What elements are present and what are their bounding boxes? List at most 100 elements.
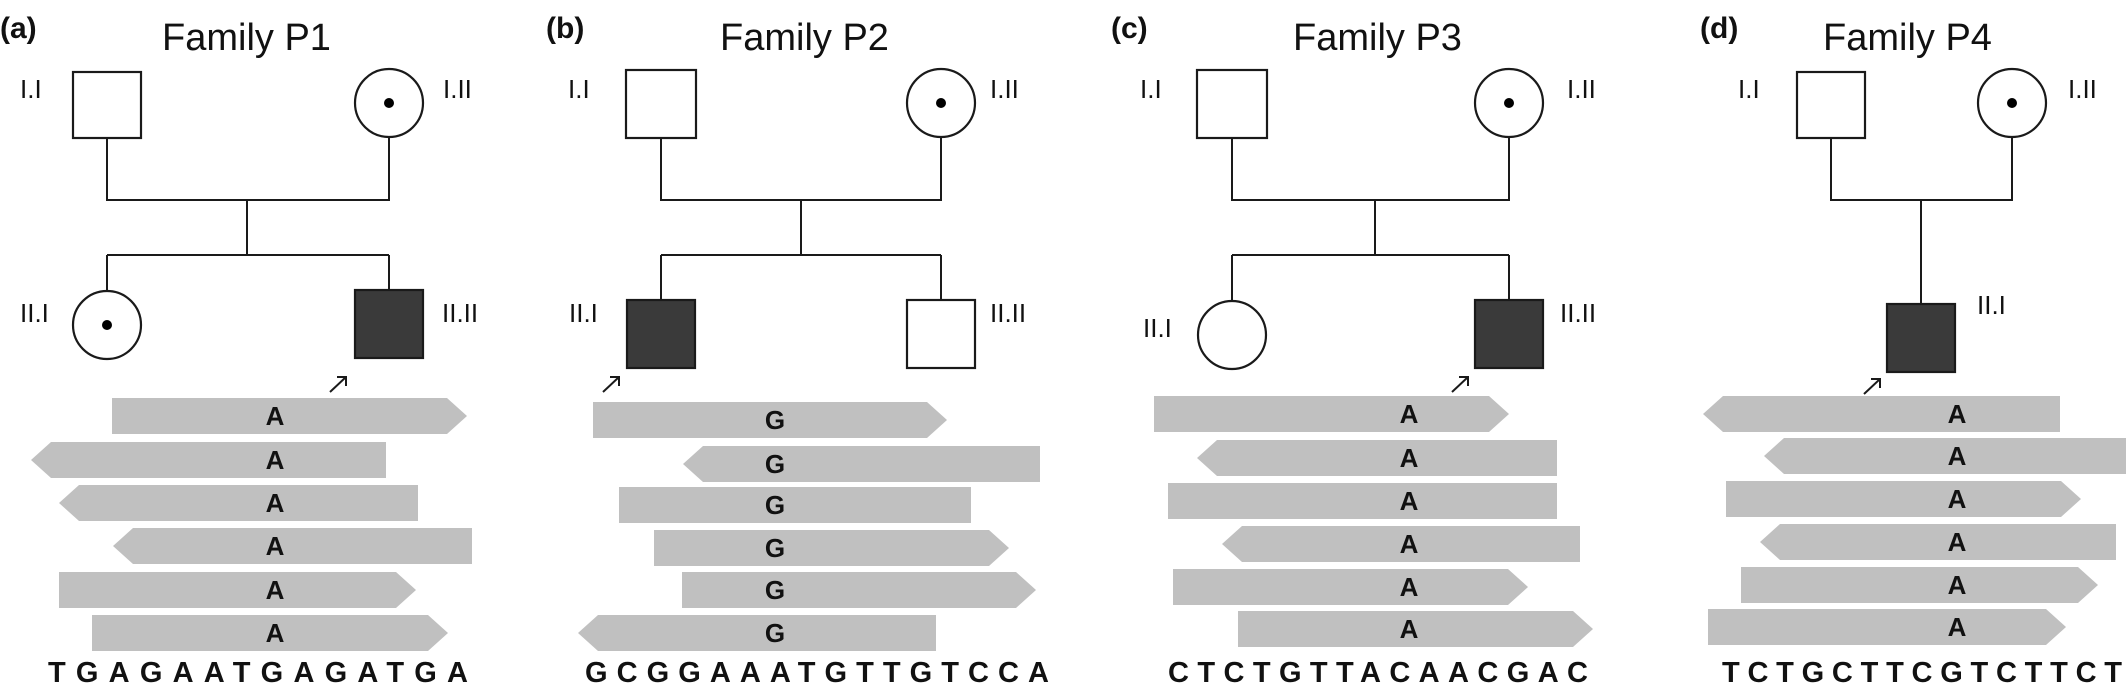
- proband-arrow-icon: [1451, 376, 1469, 393]
- read-2: A: [31, 442, 386, 478]
- read-1: A: [1703, 396, 2060, 432]
- reference-sequence: TCTGCTTCGTCTTCT: [1722, 657, 2122, 683]
- read-base: A: [1400, 614, 1419, 644]
- read-base: A: [1400, 529, 1419, 559]
- unaffected-son-square: [905, 298, 977, 370]
- read-3: A: [1726, 481, 2081, 517]
- read-5: A: [59, 572, 416, 608]
- read-1: A: [1154, 396, 1509, 432]
- read-base: A: [1948, 441, 1967, 471]
- individual-label: I.I: [568, 74, 590, 104]
- individual-label: I.I: [20, 74, 42, 104]
- proband-arrow-icon: [329, 376, 347, 393]
- read-6: A: [1708, 609, 2066, 645]
- read-base: A: [1400, 399, 1419, 429]
- read-base: A: [1400, 443, 1419, 473]
- panel-a: (a) Family P1 I.I I.II II.I II.II A A: [0, 12, 478, 683]
- read-base: A: [1948, 527, 1967, 557]
- carrier-dot: [1504, 98, 1514, 108]
- father-square: [71, 70, 143, 140]
- individual-label: II.I: [1977, 290, 2006, 320]
- carrier-dot: [2007, 98, 2017, 108]
- individual-label: II.II: [1560, 298, 1596, 328]
- carrier-dot: [384, 98, 394, 108]
- read-4: A: [1222, 526, 1580, 562]
- read-5: A: [1741, 567, 2098, 603]
- panel-letter: (c): [1111, 12, 1148, 45]
- individual-label: I.I: [1738, 74, 1760, 104]
- individual-label: II.I: [20, 298, 49, 328]
- individual-label: I.I: [1140, 74, 1162, 104]
- reference-sequence: TGAGAATGAGATGA: [48, 657, 468, 683]
- individual-label: II.II: [442, 298, 478, 328]
- panel-letter: (d): [1700, 12, 1738, 45]
- individual-label: I.II: [443, 74, 472, 104]
- read-4: G: [654, 530, 1009, 566]
- read-base: A: [266, 531, 285, 561]
- daughter-circle: [1196, 299, 1268, 371]
- read-6: A: [1238, 611, 1593, 647]
- read-2: A: [1197, 440, 1557, 476]
- read-base: A: [266, 401, 285, 431]
- affected-son-square: [625, 298, 697, 370]
- individual-label: I.II: [990, 74, 1019, 104]
- read-base: G: [765, 575, 785, 605]
- read-base: A: [1400, 486, 1419, 516]
- read-3: A: [59, 485, 418, 521]
- read-6: A: [92, 615, 448, 651]
- read-2: G: [683, 446, 1040, 482]
- father-square: [1795, 70, 1867, 140]
- family-title: Family P2: [720, 17, 889, 59]
- pedigree-lines: [1231, 137, 1510, 300]
- read-base: A: [266, 575, 285, 605]
- affected-son-square: [1473, 298, 1545, 370]
- reference-sequence: GCGGAAATGTTGTCCA: [585, 657, 1049, 683]
- read-base: A: [1948, 612, 1967, 642]
- panel-b: (b) Family P2 I.I I.II II.I II.II G G G: [546, 12, 1049, 683]
- individual-label: II.II: [990, 298, 1026, 328]
- proband-arrow-icon: [602, 376, 620, 393]
- read-base: G: [765, 618, 785, 648]
- read-base: A: [1948, 570, 1967, 600]
- individual-label: I.II: [2068, 74, 2097, 104]
- read-1: A: [112, 398, 467, 434]
- pedigree-lines: [106, 137, 390, 290]
- family-title: Family P1: [162, 17, 331, 59]
- read-base: A: [1400, 572, 1419, 602]
- read-base: G: [765, 449, 785, 479]
- individual-label: II.I: [569, 298, 598, 328]
- read-base: G: [765, 405, 785, 435]
- father-square: [624, 68, 698, 140]
- read-2: A: [1764, 438, 2126, 474]
- individual-label: I.II: [1567, 74, 1596, 104]
- read-6: G: [578, 615, 936, 651]
- read-base: A: [266, 618, 285, 648]
- pedigree-lines: [660, 137, 942, 300]
- affected-son-square: [1885, 302, 1957, 374]
- carrier-dot: [936, 98, 946, 108]
- reference-sequence: CTCTGTTACAACGAC: [1168, 657, 1588, 683]
- read-5: G: [682, 572, 1036, 608]
- read-5: A: [1173, 569, 1528, 605]
- read-base: A: [1948, 484, 1967, 514]
- read-base: A: [266, 488, 285, 518]
- father-square: [1195, 68, 1269, 140]
- panel-d: (d) Family P4 I.I I.II II.I A A A A: [1700, 12, 2126, 683]
- panel-c: (c) Family P3 I.I I.II II.I II.II A A A: [1111, 12, 1596, 683]
- panel-letter: (b): [546, 12, 584, 45]
- read-base: A: [266, 445, 285, 475]
- proband-arrow-icon: [1863, 378, 1881, 395]
- affected-son-square: [353, 288, 425, 360]
- read-4: A: [1760, 524, 2116, 560]
- read-base: G: [765, 490, 785, 520]
- carrier-dot: [102, 320, 112, 330]
- read-3: G: [619, 487, 971, 523]
- read-base: A: [1948, 399, 1967, 429]
- read-4: A: [113, 528, 472, 564]
- individual-label: II.I: [1143, 313, 1172, 343]
- read-base: G: [765, 533, 785, 563]
- pedigree-lines: [1830, 137, 2013, 304]
- family-title: Family P3: [1293, 17, 1462, 59]
- read-3: A: [1168, 483, 1557, 519]
